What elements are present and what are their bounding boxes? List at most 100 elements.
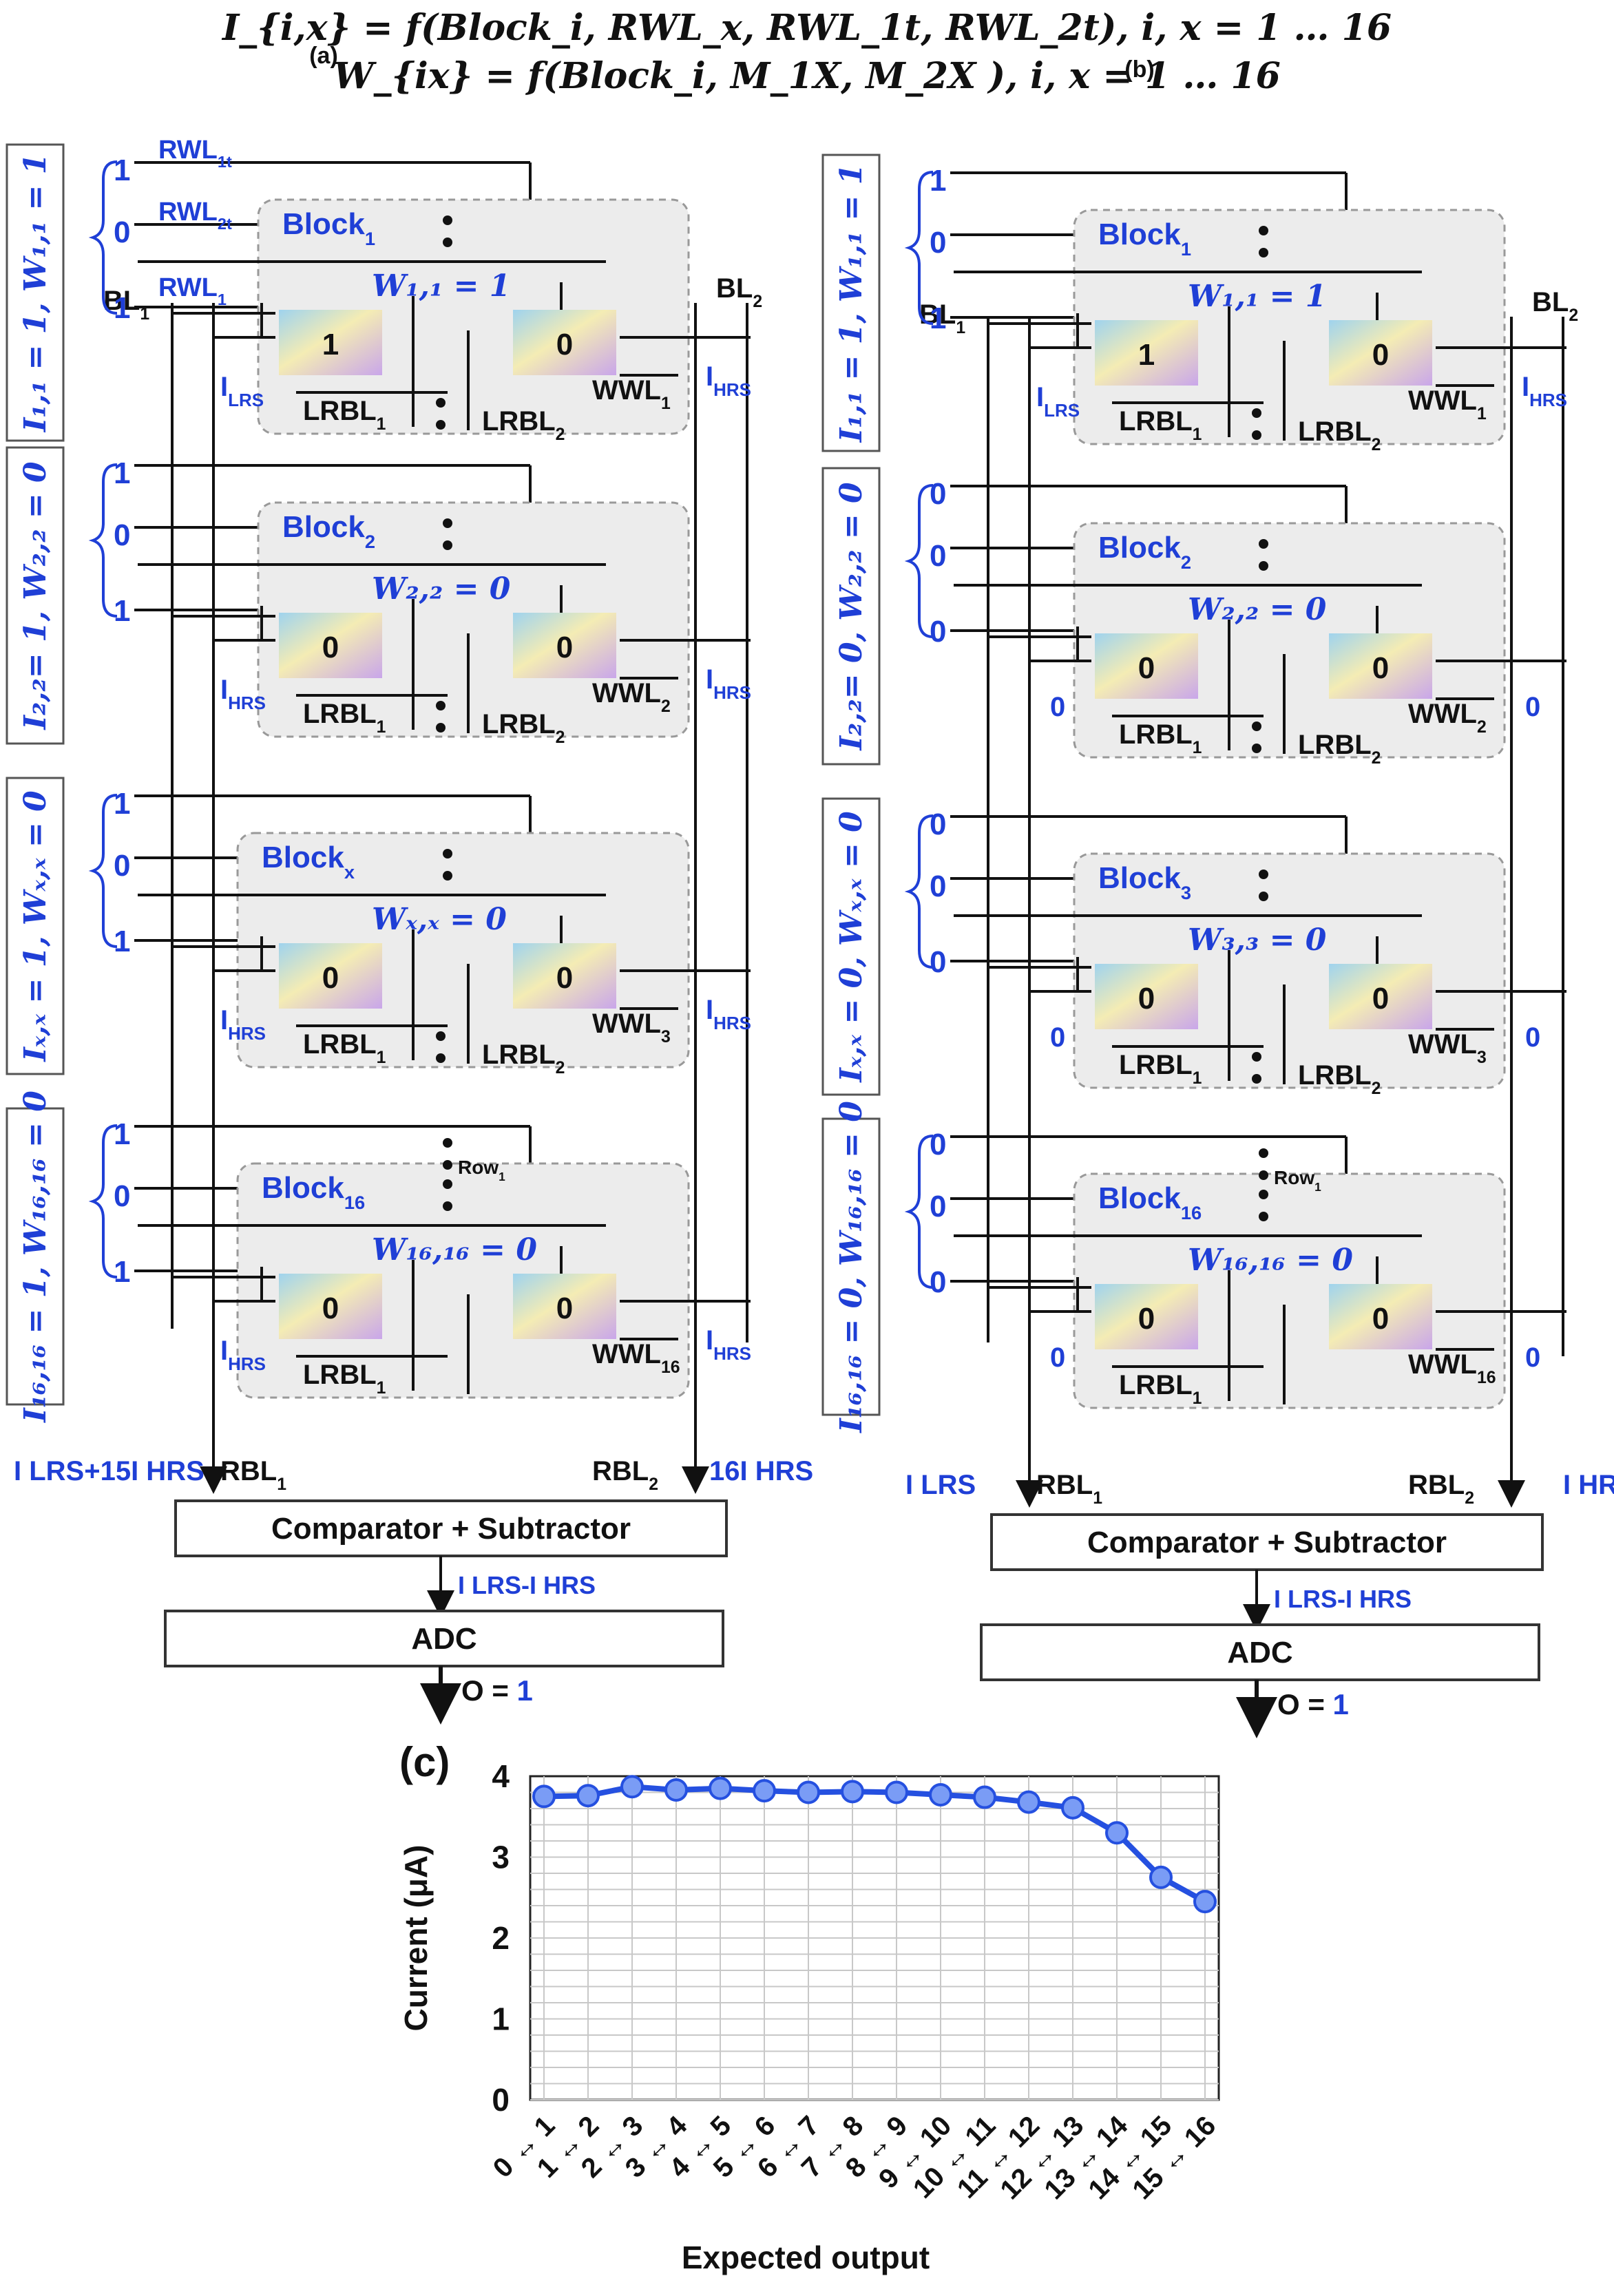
panel_a-input-bit: 1 [114, 1255, 130, 1289]
panel_a-input-bit: 1 [114, 291, 130, 325]
panel_b-input-brace [904, 171, 934, 325]
panel_b-wwl-label-sub: 3 [1477, 1049, 1487, 1067]
panel_b-cell-value: 0 [1372, 651, 1389, 685]
panel_b-cell-value: 0 [1372, 1302, 1389, 1336]
panel-a-rwl-label-sub: 1t [218, 153, 232, 171]
panel_b-rbl1-label-base: RBL [1036, 1470, 1093, 1500]
panel_b-lrbl1-label-sub: 1 [1193, 1389, 1202, 1408]
panel_b-block-title-base: Block [1098, 531, 1181, 565]
panel_b-lrbl1-label: LRBL1 [1119, 1050, 1202, 1088]
panel_a-wwl-label-base: WWL [592, 678, 661, 708]
panel-a-rwl-label: RWL1t [158, 136, 232, 171]
panel_a-memory-cell [279, 1274, 382, 1339]
panel_b-lrbl2-label: LRBL2 [1298, 730, 1381, 768]
panel_a-block-title-sub: 16 [344, 1192, 365, 1213]
panel_b-cell-value: 0 [1372, 338, 1389, 372]
panel_b-wwl-label-base: WWL [1408, 386, 1477, 416]
panel_a-cell-current-sub: HRS [713, 1013, 751, 1033]
panel_b-block-title-sub: 16 [1181, 1202, 1202, 1223]
panel_b-memory-cell [1095, 1284, 1198, 1349]
panel_b-adc-label: ADC [1227, 1636, 1292, 1670]
panel_a-block-weight: W₂,₂ = 0 [372, 571, 511, 607]
panel-a-rwl-label-base: RWL [158, 136, 218, 165]
panel_b-comparator-label: Comparator + Subtractor [1087, 1526, 1447, 1559]
panel_a-cell-current-sub: HRS [713, 1343, 751, 1364]
chart-data-point [620, 1775, 644, 1799]
panel_b-memory-cell [1329, 320, 1432, 386]
panel_a-cell-current: IHRS [706, 995, 751, 1033]
panel_a-lrbl2-label-base: LRBL [482, 406, 556, 436]
panel_b-cell-value: 0 [1372, 982, 1389, 1015]
panel_a-lrbl1-label-base: LRBL [303, 1360, 377, 1390]
panel_a-block-title-sub: 1 [365, 228, 375, 249]
panel_a-memory-cell [279, 613, 382, 678]
panel_a-block-title-sub: 2 [365, 531, 375, 552]
panel-a-rwl-label-base: RWL [158, 198, 218, 227]
panel_b-input-bit: 0 [930, 615, 946, 649]
panel_a-right-total: 16I HRS [709, 1456, 813, 1486]
panel_a-lrbl1-label-base: LRBL [303, 396, 377, 426]
panel_b-lrbl1-label: LRBL1 [1119, 406, 1202, 444]
chart-y-axis-label: Current (μA) [398, 1845, 434, 2032]
panel_b-block-title-sub: 2 [1181, 551, 1191, 573]
panel_b-sidebar-box [821, 154, 881, 452]
panel_a-input-bit: 0 [114, 1179, 130, 1213]
panel_a-memory-cell [279, 943, 382, 1009]
panel_a-comparator-label: Comparator + Subtractor [271, 1512, 631, 1546]
panel_b-cell-current-sub: LRS [1044, 400, 1080, 421]
panel_a-cell-value: 0 [556, 1292, 573, 1325]
panel_a-block-title-base: Block [282, 207, 365, 241]
panel_a-bl2-label: BL2 [716, 273, 762, 311]
panel-a-rwl-label-sub: 1 [218, 291, 227, 308]
panel_b-ellipsis-dot [1252, 722, 1261, 731]
panel_b-wwl-label-sub: 1 [1477, 405, 1487, 423]
panel_b-lrbl1-label-base: LRBL [1119, 1050, 1193, 1080]
panel_a-input-bit: 1 [114, 925, 130, 958]
panel_b-input-bit: 0 [930, 1265, 946, 1299]
panel_a-rbl1-label-base: RBL [220, 1456, 277, 1486]
panel_b-sidebar-label: I₁₆,₁₆ = 0, W₁₆,₁₆ = 0 [834, 1101, 869, 1434]
panel_a-rbl2-label-sub: 2 [649, 1475, 658, 1494]
panel_b-ellipsis-dot [1252, 744, 1261, 753]
panel_a-cell-current-sub: HRS [228, 1023, 266, 1044]
chart-data-point [797, 1780, 820, 1804]
panel_a-memory-cell [513, 1274, 616, 1339]
panel_b-bl2-label-sub: 2 [1569, 306, 1578, 325]
panel_a-block-title-sub: x [344, 861, 355, 883]
chart-data-point [1061, 1795, 1084, 1820]
panel_a-block-title-base: Block [262, 841, 344, 874]
chart-data-point [973, 1785, 996, 1809]
panel_a-block-weight: W₁,₁ = 1 [372, 268, 510, 304]
panel_b-lrbl2-label-base: LRBL [1298, 417, 1372, 447]
panel_b-rbl2-label-sub: 2 [1465, 1489, 1474, 1508]
panel_a-wwl-label: WWL16 [592, 1339, 680, 1377]
panel_a-wwl-label-sub: 2 [661, 697, 671, 716]
panel_b-cell-value: 1 [1138, 338, 1155, 372]
panel_b-input-bit: 0 [930, 1190, 946, 1223]
panel_b-block-title-sub: 3 [1181, 882, 1191, 903]
panel_a-output-text: O = [461, 1674, 517, 1707]
panel_b-sidebar-box [821, 1117, 881, 1416]
panel_a-sidebar-label: I₁₆,₁₆ = 1, W₁₆,₁₆ = 0 [18, 1091, 53, 1424]
panel_a-wwl-label-base: WWL [592, 1009, 661, 1039]
equation-line-2: W_{ix} = f(Block_i, M_1X, M_2X ), i, x =… [333, 55, 1281, 97]
panel_b-lrbl2-label-base: LRBL [1298, 1060, 1372, 1091]
panel_a-cell-current-sub: HRS [713, 379, 751, 400]
panel_b-cell-current-i: I [1522, 372, 1529, 402]
panel_a-input-bit: 0 [114, 518, 130, 552]
panel_a-block-title-base: Block [282, 510, 365, 544]
panel_b-lrbl2-label-sub: 2 [1372, 1079, 1381, 1098]
panel_a-cell-current-i: I [220, 372, 228, 402]
panel_b-block-title-base: Block [1098, 218, 1181, 251]
panel_b-cell-current: 0 [1050, 692, 1065, 722]
chart-y-tick-label: 1 [492, 2001, 510, 2037]
panel_a-cell-current: IHRS [220, 1336, 266, 1374]
panel_b-diff-label: I LRS-I HRS [1274, 1585, 1412, 1613]
panel_a-ellipsis-dot [443, 1138, 452, 1148]
panel_a-lrbl2-label-sub: 2 [556, 425, 565, 444]
panel_a-bl2-label-sub: 2 [753, 293, 762, 311]
panel_b-bl1-label-sub: 1 [956, 319, 965, 337]
panel_a-lrbl2-label-base: LRBL [482, 709, 556, 739]
panel_b-input-brace [904, 484, 934, 638]
panel_a-cell-current-i: I [706, 1325, 713, 1356]
